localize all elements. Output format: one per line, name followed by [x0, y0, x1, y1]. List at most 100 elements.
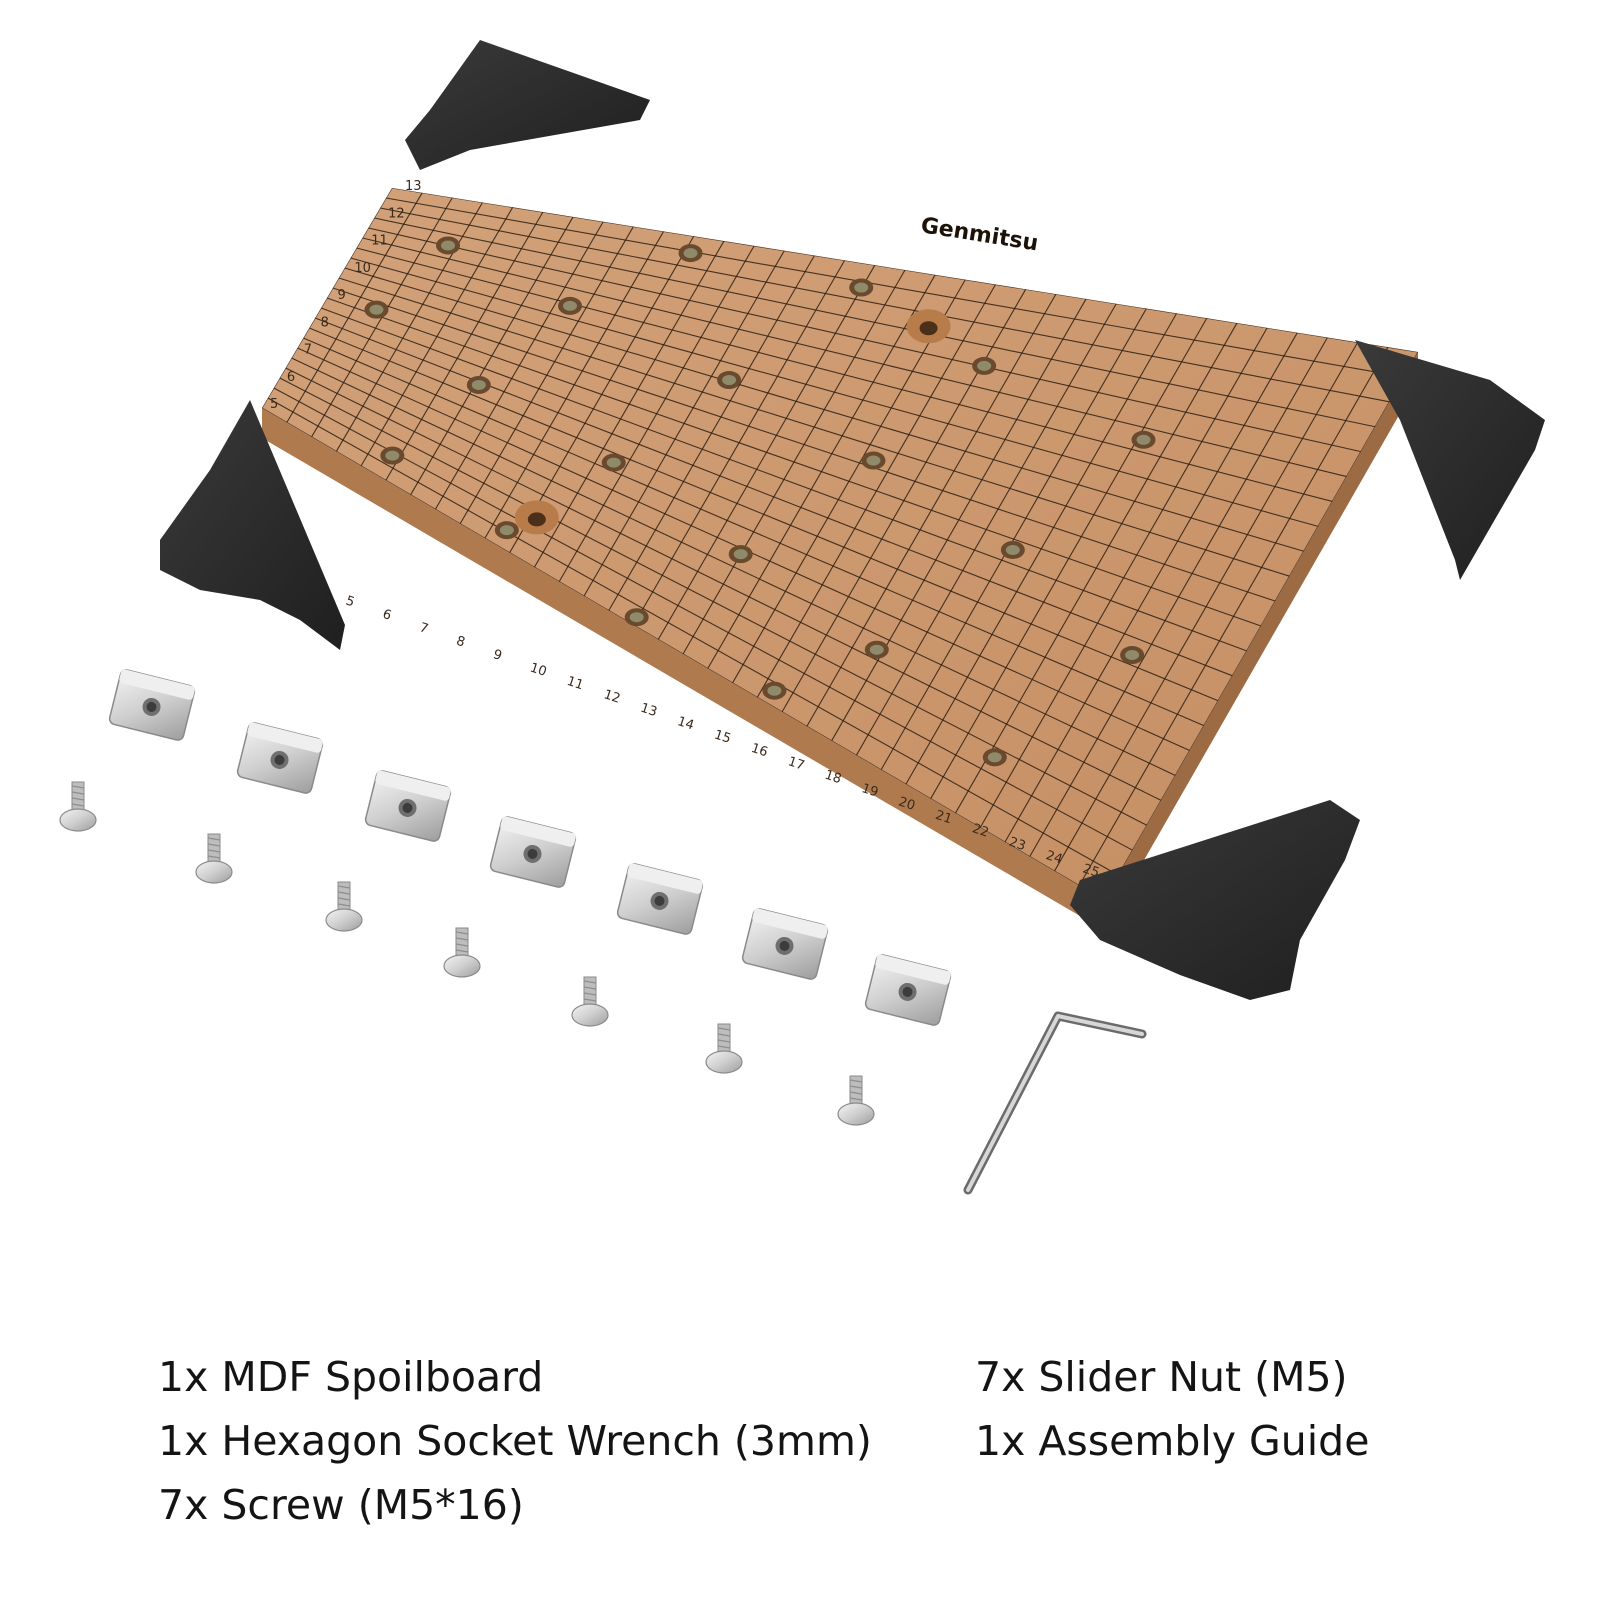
- slider-nuts: [108, 669, 952, 1026]
- hole-insert: [1136, 434, 1151, 445]
- hole-insert: [441, 240, 456, 251]
- ruler-bottom-number: 13: [639, 701, 659, 720]
- brand-label: Genmitsu: [919, 213, 1040, 256]
- grid-line: [291, 357, 1176, 776]
- clamp-right: [1355, 340, 1545, 580]
- ruler-bottom-number: 7: [417, 620, 430, 637]
- screw-thread: [717, 1039, 731, 1043]
- nut-ridge: [627, 863, 703, 894]
- nut-thread-core: [779, 940, 790, 951]
- screw-thread: [207, 837, 221, 841]
- screw-thread: [207, 849, 221, 853]
- screw: [705, 1023, 743, 1074]
- ruler-left-number: 9: [338, 288, 346, 303]
- screw-thread: [849, 1085, 863, 1089]
- grid-line: [385, 197, 1404, 378]
- ruler-left-number: 5: [270, 397, 278, 412]
- screw-thread: [337, 885, 351, 889]
- hole-insert: [854, 282, 869, 293]
- grid-line: [303, 337, 1205, 727]
- nut-ridge: [875, 954, 951, 985]
- screw-thread: [71, 803, 85, 807]
- clamp-bottom-right: [1070, 800, 1360, 1000]
- screw-thread: [71, 785, 85, 789]
- ruler-bottom-number: 19: [860, 781, 880, 800]
- screw: [837, 1075, 875, 1126]
- screw-thread: [455, 949, 469, 953]
- counterbore-center: [527, 512, 546, 527]
- screw-thread: [849, 1097, 863, 1101]
- slider-nut: [489, 816, 577, 888]
- ruler-bottom-number: 6: [381, 607, 394, 624]
- screw-thread: [337, 903, 351, 907]
- ruler-bottom-number: 23: [1007, 835, 1027, 854]
- screw: [443, 927, 481, 978]
- nut-thread-core: [146, 701, 157, 712]
- ruler-left-number: 8: [321, 315, 329, 330]
- screw-thread: [455, 937, 469, 941]
- ruler-bottom-number: 9: [491, 647, 504, 664]
- hole-insert: [977, 360, 992, 371]
- ruler-bottom-number: 5: [344, 594, 357, 611]
- hole-insert: [562, 300, 577, 311]
- hole-insert: [869, 644, 884, 655]
- screw-head: [571, 1003, 609, 1027]
- grid-line: [374, 217, 1376, 428]
- screws: [59, 781, 875, 1126]
- nut-ridge: [375, 770, 451, 801]
- screw-thread: [849, 1079, 863, 1083]
- hole-insert: [499, 525, 514, 536]
- screw-thread: [207, 843, 221, 847]
- hole-insert: [1125, 650, 1140, 661]
- hole-insert: [471, 379, 486, 390]
- board-grid: [262, 188, 1418, 900]
- hole-insert: [733, 549, 748, 560]
- board-edge-right: [1104, 352, 1418, 930]
- ruler-left-number: 6: [287, 370, 295, 385]
- nut-thread-core: [402, 802, 413, 813]
- grid-line: [262, 407, 1105, 900]
- hole-insert: [767, 685, 782, 696]
- screw-head: [195, 860, 233, 884]
- ruler-bottom-number: 18: [823, 768, 843, 787]
- hole-insert: [369, 304, 384, 315]
- ruler-left-number: 11: [371, 234, 388, 249]
- hole-insert: [722, 375, 737, 386]
- hex-wrench: [963, 1011, 1147, 1195]
- screw-head: [705, 1050, 743, 1074]
- slider-nut: [616, 863, 704, 935]
- ruler-bottom-number: 22: [970, 821, 990, 840]
- ruler-bottom-number: 11: [565, 674, 585, 693]
- hole-insert: [385, 450, 400, 461]
- screw-head: [325, 908, 363, 932]
- screw-thread: [455, 943, 469, 947]
- screw-thread: [337, 897, 351, 901]
- kit-item-spoilboard: 1x MDF Spoilboard: [158, 1353, 544, 1401]
- ruler-bottom-number: 17: [786, 754, 806, 773]
- hole-insert: [1005, 544, 1020, 555]
- grid-line: [326, 297, 1262, 627]
- kit-item-guide: 1x Assembly Guide: [975, 1417, 1370, 1465]
- screw-thread: [717, 1033, 731, 1037]
- grid-line: [344, 267, 1304, 552]
- screw: [571, 976, 609, 1027]
- screw-thread: [583, 986, 597, 990]
- counterbore-center: [919, 321, 938, 336]
- nut-thread-core: [527, 848, 538, 859]
- grid-line: [356, 247, 1333, 502]
- screw: [59, 781, 97, 832]
- kit-item-slider-nuts: 7x Slider Nut (M5): [975, 1353, 1348, 1401]
- screw: [195, 833, 233, 884]
- grid-line: [338, 277, 1290, 577]
- screw-thread: [207, 855, 221, 859]
- grid-line: [320, 307, 1247, 652]
- nut-ridge: [247, 722, 323, 753]
- hole-insert: [866, 455, 881, 466]
- hole-insert: [629, 612, 644, 623]
- ruler-bottom-number: 21: [933, 808, 953, 827]
- screw-thread: [71, 791, 85, 795]
- board-holes: [364, 236, 1156, 767]
